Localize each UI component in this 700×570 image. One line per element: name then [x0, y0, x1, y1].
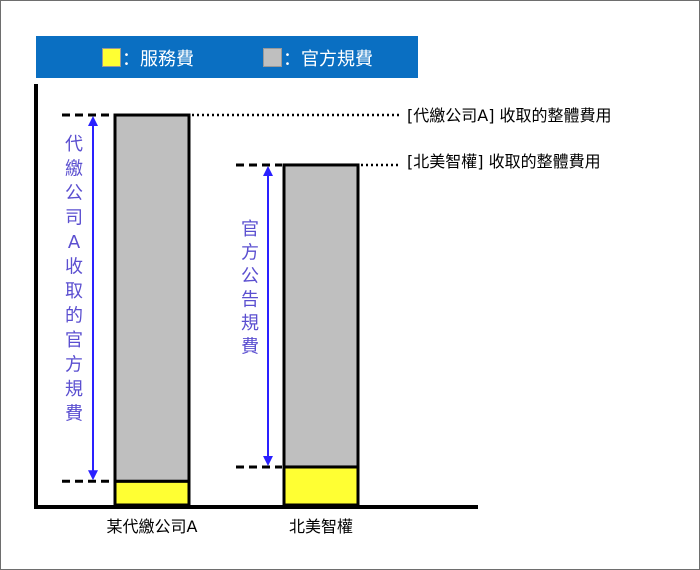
bar-segment-service-fee-1 [282, 465, 360, 507]
legend-label-service-fee: ：服務費 [122, 49, 194, 70]
legend-label-official-fee: ：官方規費 [283, 49, 373, 70]
annotation-total-a: [代繳公司A] 收取的整體費用 [407, 106, 612, 125]
bar-segment-official-fee-0 [113, 113, 191, 483]
legend-swatch-official-fee [263, 48, 282, 67]
bar-segment-official-fee-1 [282, 163, 360, 469]
legend-swatch-service-fee [102, 48, 121, 67]
x-tick-label: 某代繳公司A [107, 517, 198, 536]
annotation-total-b: [北美智權] 收取的整體費用 [407, 152, 601, 171]
legend: ：服務費 ：官方規費 [36, 36, 418, 78]
x-tick-label: 北美智權 [289, 517, 353, 536]
bar-segment-service-fee-0 [113, 479, 191, 507]
annotation-fee-b: 官方公告規費 [241, 219, 259, 358]
